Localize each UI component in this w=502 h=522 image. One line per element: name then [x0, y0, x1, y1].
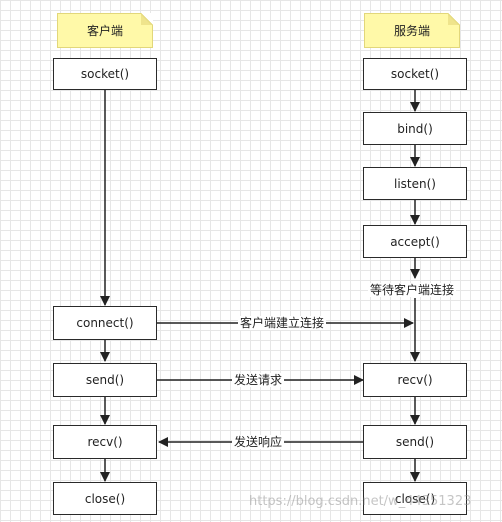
server-header-note: 服务端 [364, 13, 460, 48]
server-waiting-label: 等待客户端连接 [368, 283, 457, 297]
server-listen-box: listen() [363, 167, 467, 200]
server-socket-box: socket() [363, 58, 467, 90]
response-message-label: 发送响应 [232, 435, 285, 449]
server-bind-box: bind() [363, 112, 467, 145]
server-accept-box: accept() [363, 225, 467, 258]
server-header-label: 服务端 [393, 24, 430, 38]
client-header-note: 客户端 [57, 13, 153, 48]
client-close-box: close() [53, 482, 157, 515]
client-socket-box: socket() [53, 58, 157, 90]
client-send-box: send() [53, 363, 157, 397]
client-header-label: 客户端 [86, 24, 123, 38]
client-recv-box: recv() [53, 425, 157, 459]
connect-message-label: 客户端建立连接 [238, 316, 327, 330]
watermark-text: https://blog.csdn.net/w_44351323 [249, 494, 472, 509]
server-recv-box: recv() [363, 363, 467, 397]
client-connect-box: connect() [53, 306, 157, 340]
server-send-box: send() [363, 425, 467, 459]
request-message-label: 发送请求 [232, 373, 285, 387]
server-close-box: close() [363, 482, 467, 515]
